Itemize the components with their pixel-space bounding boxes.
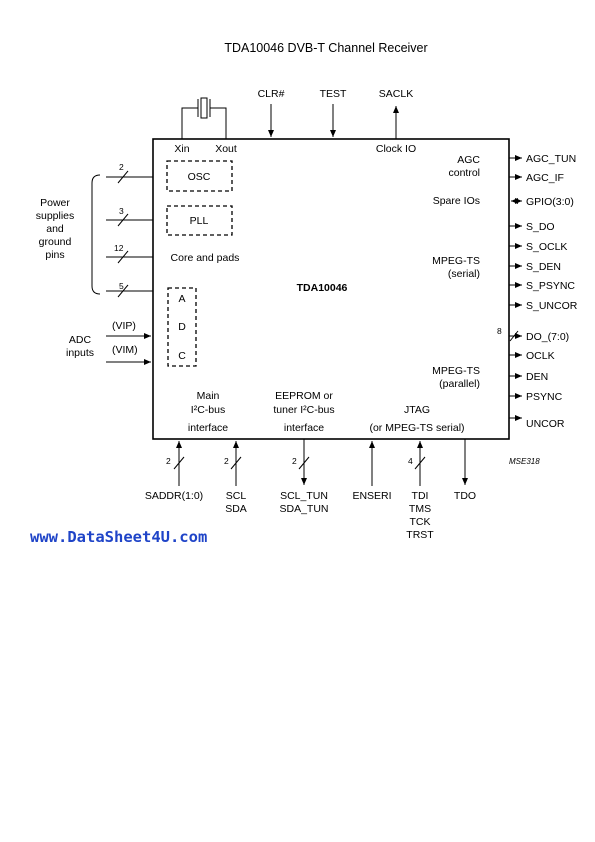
chip-name: TDA10046 [297,282,348,294]
power-label-line3: and [46,223,64,235]
sda-pin: SDA [225,503,247,515]
power-bus-width-adc: 5 [119,281,124,291]
adc-inputs-label-line1: ADC [69,334,92,346]
vip-label: (VIP) [112,320,136,332]
enseri-pin: ENSERI [352,490,391,502]
eeprom-label-line1: EEPROM or [275,390,333,402]
mpeg-parallel-label-line1: MPEG-TS [432,365,480,377]
power-label-line5: pins [45,249,64,261]
gpio-pin: GPIO(3:0) [526,196,574,208]
scl-pin: SCL [226,490,247,502]
saddr-pin: SADDR(1:0) [145,490,203,502]
osc-block [166,160,233,192]
saddr-bus-width: 2 [166,456,171,466]
oclk-pin: OCLK [526,350,555,362]
do-pin: DO_(7:0) [526,331,569,343]
main-i2c-label-line1: Main [197,390,220,402]
scl-tun-pin: SCL_TUN [280,490,328,502]
power-bracket [91,174,101,295]
diagram-title: TDA10046 DVB-T Channel Receiver [224,41,427,55]
saddr-bus [173,441,185,486]
power-bus-width-pll: 3 [119,206,124,216]
mpeg-serial-label-line1: MPEG-TS [432,255,480,267]
s-psync-pin: S_PSYNC [526,280,575,292]
mpeg-serial-label-line2: (serial) [448,268,480,280]
uncor-pin: UNCOR [526,418,565,430]
eeprom-label-line2: tuner I²C-bus [273,404,334,416]
eeprom-label-line3: interface [284,422,324,434]
agc-tun-pin: AGC_TUN [526,153,576,165]
test-pin-label: TEST [320,88,347,100]
power-bus-adc [106,284,153,298]
psync-pin: PSYNC [526,391,563,403]
scl-bus [230,441,242,486]
s-do-pin: S_DO [526,221,555,233]
power-label-line1: Power [40,197,70,209]
power-label-line2: supplies [36,210,75,222]
tdi-pin: TDI [412,490,429,502]
sda-tun-pin: SDA_TUN [279,503,328,515]
adc-letter-a: A [178,293,185,305]
xin-label: Xin [174,143,189,155]
s-uncor-pin: S_UNCOR [526,300,578,312]
core-pads-label: Core and pads [171,252,240,264]
do-bus [509,330,522,342]
saclk-pin-label: SACLK [379,88,413,100]
scl-tun-bus [298,439,310,485]
jtag-label-line2: (or MPEG-TS serial) [369,422,464,434]
power-bus-osc [106,170,153,184]
tdi-bus-width: 4 [408,456,413,466]
main-i2c-label-line3: interface [188,422,228,434]
tms-pin: TMS [409,503,431,515]
jtag-label-line1: JTAG [404,404,430,416]
main-i2c-label-line2: I²C-bus [191,404,225,416]
trst-pin: TRST [406,529,434,541]
agc-if-pin: AGC_IF [526,172,564,184]
scl-tun-bus-width: 2 [292,456,297,466]
adc-inputs-label-line2: inputs [66,347,94,359]
power-bus-width-osc: 2 [119,162,124,172]
scl-bus-width: 2 [224,456,229,466]
power-bus-pll [106,213,153,227]
clock-io-label: Clock IO [376,143,416,155]
crystal-symbol [181,97,227,139]
spare-ios-label: Spare IOs [433,195,480,207]
adc-letter-c: C [178,350,186,362]
s-den-pin: S_DEN [526,261,561,273]
vim-label: (VIM) [112,344,138,356]
pll-block [166,205,233,236]
osc-label: OSC [188,171,211,183]
power-bus-width-core: 12 [114,243,124,253]
tdo-pin: TDO [454,490,476,502]
adc-block [167,287,197,367]
power-bus-core [106,250,153,264]
den-pin: DEN [526,371,548,383]
s-oclk-pin: S_OCLK [526,241,567,253]
tdi-bus [414,441,426,486]
agc-label-line2: control [448,167,480,179]
pll-label: PLL [190,215,209,227]
agc-label-line1: AGC [457,154,480,166]
adc-letter-d: D [178,321,186,333]
chip-outline [152,138,510,440]
xout-label: Xout [215,143,237,155]
power-label-line4: ground [39,236,72,248]
figure-code: MSE318 [509,457,540,466]
tck-pin: TCK [410,516,431,528]
do-bus-width: 8 [497,326,502,336]
clr-pin-label: CLR# [258,88,285,100]
mpeg-parallel-label-line2: (parallel) [439,378,480,390]
watermark-link[interactable]: www.DataSheet4U.com [30,528,207,546]
